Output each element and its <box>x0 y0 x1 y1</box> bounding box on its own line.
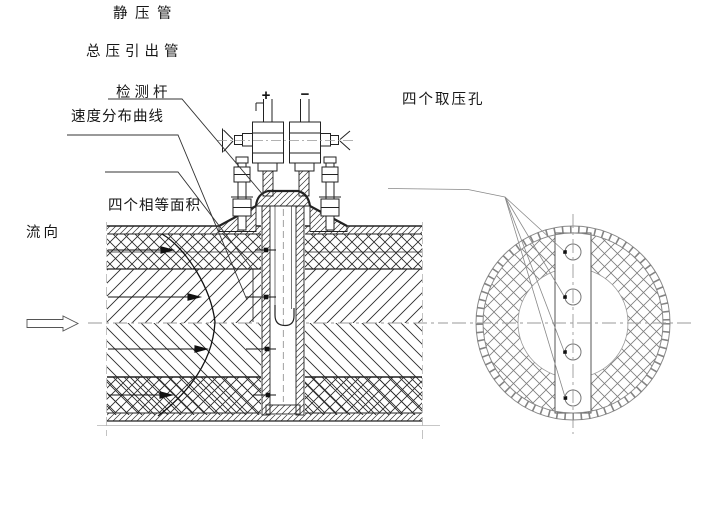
leader-equal-areas <box>105 171 254 322</box>
section-centerlines <box>452 214 695 434</box>
detection-rod <box>261 198 305 416</box>
minus-sign: − <box>300 86 310 103</box>
clamp-bolt-left <box>231 156 253 231</box>
label-velocity-distribution-curve: 速度分布曲线 <box>71 109 164 125</box>
label-leaders <box>67 98 265 322</box>
label-four-equal-areas: 四个相等面积 <box>108 198 201 214</box>
velocity-distribution-curve <box>157 233 216 417</box>
label-flow-direction: 流向 <box>26 225 61 241</box>
flow-direction-arrow <box>26 315 80 332</box>
duct-cross-section-view <box>387 188 695 434</box>
leader-detection-rod <box>108 98 265 197</box>
main-section-view <box>26 98 448 440</box>
extension-lines <box>97 222 440 440</box>
label-detection-rod: 检测杆 <box>116 85 172 101</box>
label-static-pressure-pipe: 静压管 <box>113 6 179 22</box>
velocity-arrows <box>108 246 210 399</box>
leader-velocity-curve <box>67 134 248 301</box>
total-pressure-valve <box>222 99 284 172</box>
rod-bottom-plug <box>265 404 301 415</box>
plus-sign: + <box>261 87 271 104</box>
clamp-bolt-right <box>319 156 341 231</box>
tap-holes-leader <box>387 188 566 398</box>
static-pressure-valve <box>289 99 351 172</box>
label-total-pressure-outlet-pipe: 总压引出管 <box>86 44 184 60</box>
hole-leader-dots <box>563 250 568 400</box>
inner-tube-bend <box>274 305 295 327</box>
pressure-hole-marks <box>246 247 276 398</box>
label-four-pressure-tap-holes: 四个取压孔 <box>402 92 485 108</box>
